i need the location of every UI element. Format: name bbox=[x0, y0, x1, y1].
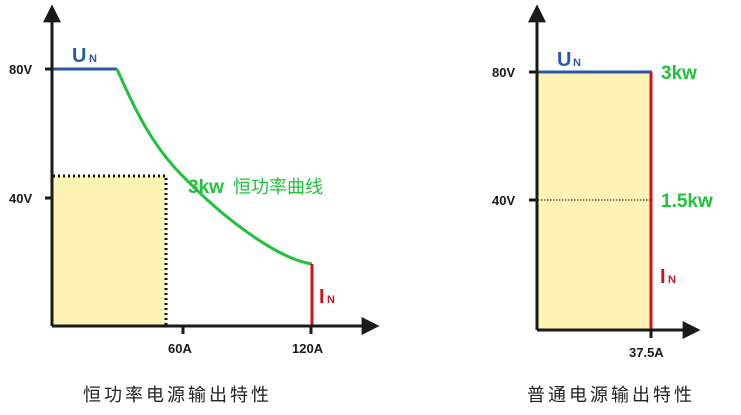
rated-voltage-label: U bbox=[72, 45, 86, 67]
x-tick-label-120a: 120A bbox=[292, 341, 324, 356]
constant-power-curve bbox=[115, 68, 313, 266]
x-tick-label-60a: 60A bbox=[168, 341, 192, 356]
curve-power-label: 3kw bbox=[188, 177, 224, 198]
rated-current-label: I bbox=[660, 266, 666, 288]
standard-power-chart: 80V 40V 37.5A U N 3kw 1.5kw I N 普通电源输出特性 bbox=[492, 4, 713, 406]
right-chart-title: 普通电源输出特性 bbox=[527, 385, 695, 406]
rated-voltage-subscript: N bbox=[573, 57, 581, 69]
rated-current-subscript: N bbox=[668, 274, 676, 286]
rated-current-label: I bbox=[319, 286, 325, 308]
shaded-operating-region bbox=[53, 176, 166, 326]
power-label-3kw: 3kw bbox=[661, 63, 697, 84]
rated-current-subscript: N bbox=[327, 294, 335, 306]
power-label-1-5kw: 1.5kw bbox=[661, 191, 713, 212]
constant-power-chart: 80V 40V 60A 120A U N I N 3kw 恒功率曲线 恒功率电源… bbox=[9, 4, 380, 406]
y-tick-label-40v: 40V bbox=[9, 191, 32, 206]
y-tick-label-40v: 40V bbox=[492, 193, 515, 208]
left-chart-title: 恒功率电源输出特性 bbox=[83, 385, 272, 406]
y-tick-label-80v: 80V bbox=[492, 65, 515, 80]
x-tick-label-37-5a: 37.5A bbox=[629, 345, 664, 360]
y-tick-label-80v: 80V bbox=[9, 62, 32, 77]
curve-name-label: 恒功率曲线 bbox=[233, 177, 323, 198]
rated-voltage-subscript: N bbox=[89, 53, 97, 65]
rated-voltage-label: U bbox=[557, 49, 571, 71]
